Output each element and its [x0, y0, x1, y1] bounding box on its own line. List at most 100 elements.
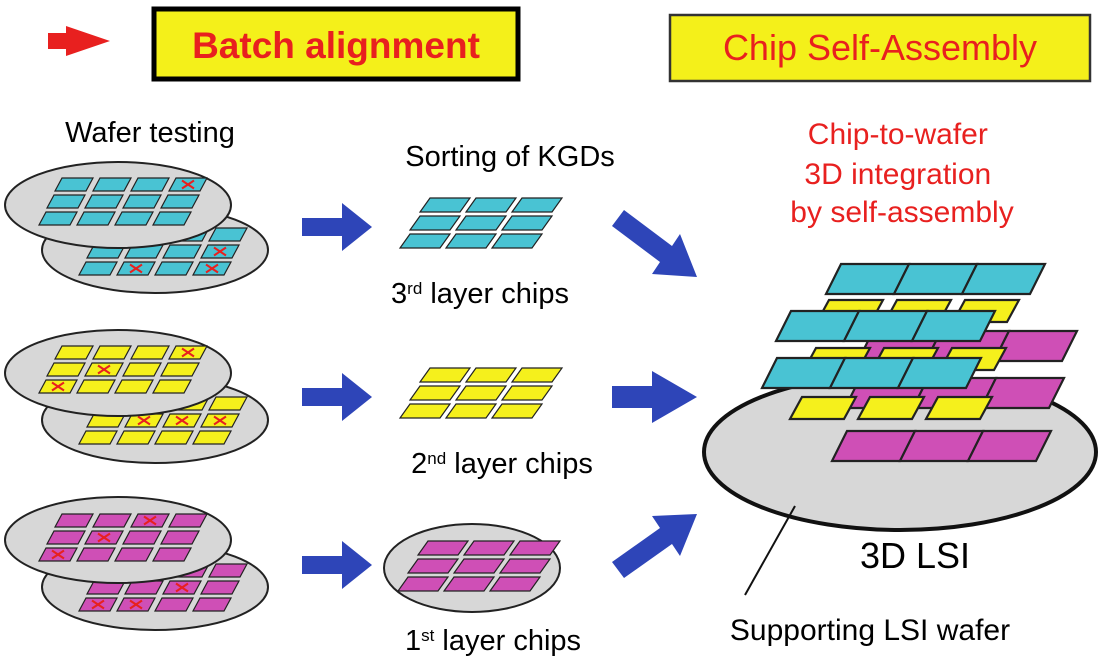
chip-grid-third-front [37, 177, 209, 226]
chip [199, 580, 241, 595]
chip [398, 233, 452, 249]
chip [113, 547, 155, 562]
chip [418, 367, 472, 383]
chip [191, 430, 233, 445]
chip [452, 558, 506, 574]
defect-x-icon [181, 347, 195, 358]
chip [151, 211, 193, 226]
chip [462, 540, 516, 556]
chip [121, 362, 163, 377]
wafer-testing-label: Wafer testing [65, 117, 235, 149]
wafer-pair-first-layer [4, 496, 269, 631]
chip [498, 558, 552, 574]
chip [896, 356, 983, 390]
chip [53, 513, 95, 528]
chip [207, 396, 249, 411]
wafer-pair-second-layer [4, 329, 269, 464]
chip [45, 362, 87, 377]
chip [500, 385, 554, 401]
chip [418, 197, 472, 213]
defect-x-icon [137, 415, 151, 426]
chip [37, 211, 79, 226]
chip [488, 576, 542, 592]
arrow-icon [302, 373, 372, 421]
chips-second-layer [398, 367, 564, 419]
chip [53, 345, 95, 360]
chip [153, 597, 195, 612]
chip [159, 194, 201, 209]
chip [510, 197, 564, 213]
chip [77, 430, 119, 445]
3d-lsi-label: 3D LSI [860, 535, 970, 576]
chip [454, 215, 508, 231]
chip [500, 215, 554, 231]
chip-grid-second-front [37, 345, 209, 394]
chip [151, 547, 193, 562]
chip [121, 194, 163, 209]
chip [396, 576, 450, 592]
chip [992, 329, 1079, 363]
chip [444, 403, 498, 419]
supporting-wafer-label: Supporting LSI wafer [730, 614, 1010, 647]
chip [45, 530, 87, 545]
chip [153, 430, 195, 445]
sorting-kgds-label: Sorting of KGDs [405, 141, 615, 173]
chip [167, 513, 209, 528]
chip-self-assembly-label: Chip Self-Assembly [723, 27, 1037, 68]
arrow-icon [612, 514, 697, 578]
defect-x-icon [143, 515, 157, 526]
arrow-icon [612, 371, 697, 423]
chip [490, 233, 544, 249]
chip [960, 262, 1047, 296]
sorted-wafer-first-layer [383, 523, 562, 613]
chip [91, 177, 133, 192]
chip [75, 379, 117, 394]
defect-x-icon [175, 582, 189, 593]
chip [121, 530, 163, 545]
defect-x-icon [91, 599, 105, 610]
chip-to-wafer-label: Chip-to-wafer 3D integration by self-ass… [790, 118, 1013, 229]
chip [464, 367, 518, 383]
red-pointer-arrow [48, 26, 110, 56]
second-layer-label: 2nd layer chips [411, 448, 593, 480]
defect-x-icon [181, 179, 195, 190]
chip [159, 530, 201, 545]
defect-x-icon [51, 381, 65, 392]
chip [191, 597, 233, 612]
chip [77, 261, 119, 276]
chip [406, 558, 460, 574]
chip [856, 395, 926, 421]
defect-x-icon [213, 415, 227, 426]
chip [151, 379, 193, 394]
defect-x-icon [213, 246, 227, 257]
defect-x-icon [205, 263, 219, 274]
chip [91, 345, 133, 360]
chip-grid-first-front [37, 513, 209, 562]
chip [75, 211, 117, 226]
defect-x-icon [97, 364, 111, 375]
chip [788, 395, 858, 421]
arrow-icon [302, 203, 372, 251]
chip [398, 403, 452, 419]
chip [454, 385, 508, 401]
chip [979, 376, 1066, 410]
defect-x-icon [129, 599, 143, 610]
arrow-icon [612, 210, 697, 277]
batch-alignment-box [151, 6, 521, 82]
chip [159, 362, 201, 377]
first-layer-label: 1st layer chips [405, 625, 581, 657]
chip [910, 309, 997, 343]
chip [490, 403, 544, 419]
chip [129, 177, 171, 192]
third-layer-label: 3rd layer chips [391, 278, 569, 310]
chip [83, 194, 125, 209]
chip [416, 540, 470, 556]
chip [91, 513, 133, 528]
defect-x-icon [129, 263, 143, 274]
chip [207, 227, 249, 242]
defect-x-icon [51, 549, 65, 560]
chip [924, 395, 994, 421]
chip-self-assembly-box [668, 13, 1092, 83]
chip [53, 177, 95, 192]
chip [966, 429, 1053, 463]
